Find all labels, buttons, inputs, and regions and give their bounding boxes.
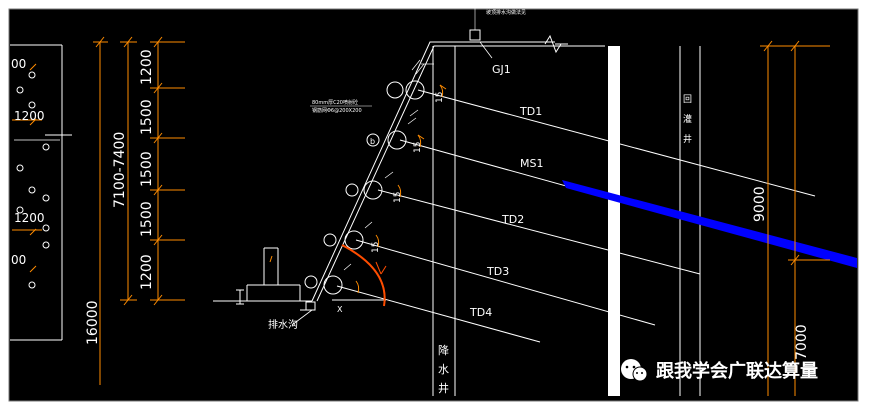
- left-detail-panel: [10, 44, 72, 341]
- dewatering-well: [432, 46, 456, 396]
- segment-dim-5: 1200: [139, 254, 155, 290]
- recharge-well-char-1: 回: [683, 94, 692, 105]
- right-upper-dim: 9000: [752, 186, 768, 222]
- slope-profile: [311, 34, 605, 302]
- watermark-text: 跟我学会广联达算量: [656, 360, 818, 382]
- left-dim-4: 00: [11, 253, 26, 267]
- recharge-well-char-3: 井: [683, 133, 692, 145]
- segment-dim-1: 1200: [139, 49, 155, 85]
- angle-label-1: 15: [435, 92, 445, 103]
- segment-dim-4: 1500: [139, 201, 155, 237]
- td4-label: TD4: [469, 306, 492, 319]
- angle-label-3: 15: [393, 192, 403, 203]
- top-drain-box: [469, 29, 481, 41]
- drain-ditch-label: 排水沟: [268, 318, 298, 331]
- ms1-blue-pipe: [562, 180, 857, 268]
- dewatering-well-char-3: 井: [438, 381, 449, 395]
- callout-b: b: [370, 137, 375, 146]
- drain-ditch-structure: [213, 247, 316, 311]
- dimension-lines-left: [93, 36, 185, 385]
- segment-dim-3: 1500: [139, 151, 155, 187]
- outer-total-dim: 16000: [85, 300, 101, 345]
- retaining-wall: [608, 46, 620, 396]
- anchor-heads: [304, 80, 425, 295]
- toe-marker: X: [337, 305, 343, 314]
- recharge-well-char-2: 灌: [683, 113, 692, 125]
- ms1-label: MS1: [520, 157, 543, 170]
- inner-total-dim: 7100-7400: [112, 132, 128, 208]
- left-dim-1: 00: [11, 57, 26, 71]
- gj1-label: GJ1: [492, 63, 511, 76]
- dewatering-well-char-2: 水: [438, 363, 449, 376]
- callout-hatches: [343, 59, 434, 271]
- dewatering-well-char-1: 降: [438, 343, 449, 357]
- dimension-lines-right: [760, 40, 830, 396]
- td2-label: TD2: [501, 213, 524, 226]
- angle-label-2: 15: [413, 142, 423, 153]
- toe-arc: [341, 244, 386, 307]
- right-lower-dim: 7000: [794, 324, 810, 360]
- anchor-angle-arcs: [355, 84, 447, 294]
- td3-label: TD3: [486, 265, 509, 278]
- mesh-note: 钢筋网Φ6@200X200: [312, 107, 362, 114]
- segment-dim-2: 1500: [139, 99, 155, 135]
- td1-label: TD1: [519, 105, 542, 118]
- top-note: 坡顶排水沟做法见: [486, 9, 526, 16]
- angle-label-4: 15: [371, 242, 381, 253]
- left-dim-2: 1200: [14, 109, 45, 123]
- drain-ditch-leader: [291, 309, 313, 326]
- left-dim-3: 1200: [14, 211, 45, 225]
- wechat-bubble-small-icon: [632, 366, 648, 382]
- wechat-watermark: [621, 359, 648, 382]
- spray-concrete-note: 80mm厚C20喷射砼: [312, 99, 358, 106]
